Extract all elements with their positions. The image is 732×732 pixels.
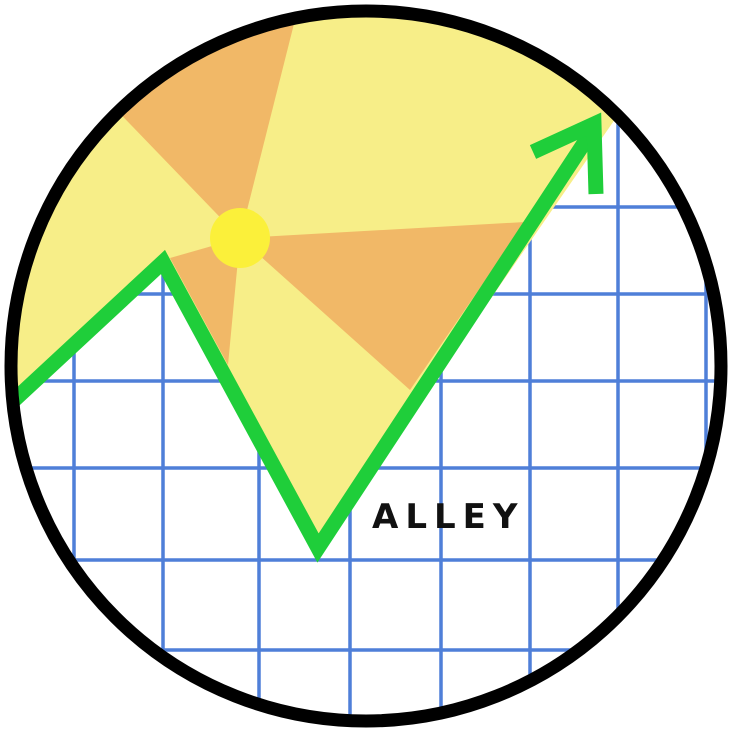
badge-border <box>4 4 728 728</box>
arrow-icon <box>11 112 604 563</box>
brand-name: ALLEY <box>372 497 525 537</box>
sun-icon <box>210 208 270 268</box>
